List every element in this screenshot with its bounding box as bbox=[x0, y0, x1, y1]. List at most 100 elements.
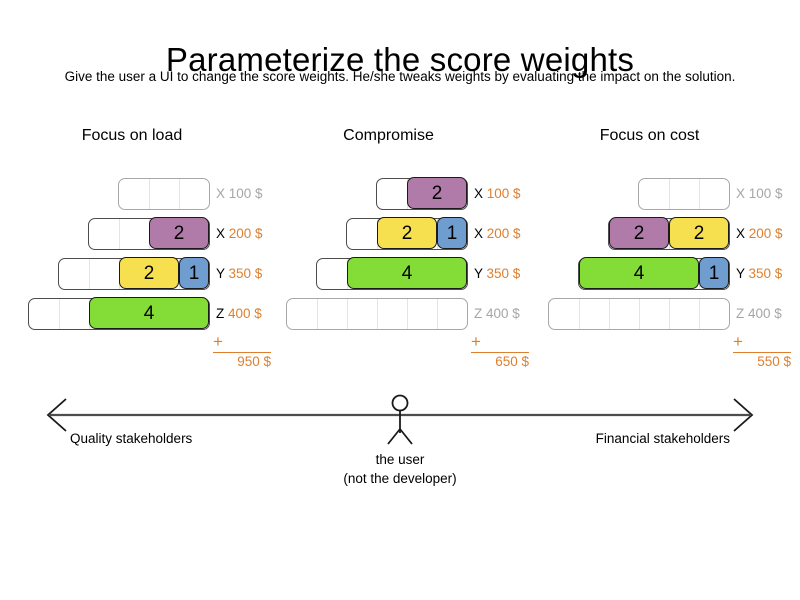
slider-cell[interactable] bbox=[59, 259, 89, 289]
slider-cell[interactable] bbox=[579, 299, 609, 329]
slider-cell[interactable] bbox=[639, 299, 669, 329]
row-cost-label: Y 350 $ bbox=[474, 264, 520, 284]
weight-segment[interactable]: 1 bbox=[179, 257, 209, 289]
row-cost-label: X 200 $ bbox=[736, 224, 783, 244]
row-amount: 100 $ bbox=[486, 186, 521, 201]
slider-cell[interactable] bbox=[347, 219, 377, 249]
row-letter: Y bbox=[216, 266, 225, 281]
weight-segment[interactable]: 2 bbox=[149, 217, 209, 249]
column-total: +950 $ bbox=[213, 332, 271, 370]
slider-cell[interactable] bbox=[119, 179, 149, 209]
row-amount: 350 $ bbox=[486, 266, 521, 281]
slider-cell[interactable] bbox=[639, 179, 669, 209]
total-value: 950 $ bbox=[237, 354, 271, 369]
row-letter: X bbox=[216, 226, 226, 241]
row-cost-label: X 200 $ bbox=[474, 224, 521, 244]
weight-slider-track[interactable] bbox=[118, 178, 210, 210]
row-letter: Z bbox=[216, 306, 225, 321]
row-amount: 100 $ bbox=[748, 186, 783, 201]
row-amount: 200 $ bbox=[228, 226, 263, 241]
total-rule bbox=[213, 349, 271, 353]
weight-slider-track[interactable] bbox=[548, 298, 730, 330]
slider-cell[interactable] bbox=[699, 179, 729, 209]
row-letter: Z bbox=[736, 306, 745, 321]
slider-cell[interactable] bbox=[149, 179, 179, 209]
stakeholder-spectrum bbox=[0, 385, 800, 500]
page-subtitle: Give the user a UI to change the score w… bbox=[64, 69, 736, 84]
row-amount: 400 $ bbox=[228, 306, 262, 321]
row-amount: 200 $ bbox=[748, 226, 783, 241]
row-cost-label: Z 400 $ bbox=[736, 304, 782, 324]
row-cost-label: X 200 $ bbox=[216, 224, 263, 244]
row-letter: X bbox=[216, 186, 226, 201]
weight-segment[interactable]: 2 bbox=[669, 217, 729, 249]
user-caption: the user (not the developer) bbox=[0, 450, 800, 488]
column-heading: Focus on cost bbox=[599, 127, 700, 144]
weight-slider-track[interactable] bbox=[638, 178, 730, 210]
weight-segment[interactable]: 1 bbox=[437, 217, 467, 249]
weight-segment[interactable]: 2 bbox=[377, 217, 437, 249]
weight-row: Z 400 $ bbox=[543, 298, 793, 330]
row-cost-label: X 100 $ bbox=[474, 184, 521, 204]
slider-cell[interactable] bbox=[377, 299, 407, 329]
row-amount: 400 $ bbox=[748, 306, 782, 321]
user-caption-line2: (not the developer) bbox=[343, 471, 457, 486]
slider-cell[interactable] bbox=[407, 299, 437, 329]
total-rule bbox=[733, 349, 791, 353]
weight-segment[interactable]: 4 bbox=[347, 257, 467, 289]
slider-cell[interactable] bbox=[347, 299, 377, 329]
column-total: +650 $ bbox=[471, 332, 529, 370]
total-plus-sign: + bbox=[471, 332, 481, 351]
user-stick-figure-icon bbox=[387, 394, 413, 445]
slider-cell[interactable] bbox=[317, 259, 347, 289]
column-heading: Compromise bbox=[343, 127, 434, 144]
slider-cell[interactable] bbox=[549, 299, 579, 329]
slider-cell[interactable] bbox=[609, 299, 639, 329]
row-cost-label: Z 400 $ bbox=[216, 304, 262, 324]
weight-segment[interactable]: 1 bbox=[699, 257, 729, 289]
row-letter: Y bbox=[474, 266, 483, 281]
row-amount: 350 $ bbox=[748, 266, 783, 281]
weight-segment[interactable]: 4 bbox=[579, 257, 699, 289]
slider-cell[interactable] bbox=[89, 259, 119, 289]
slider-cell[interactable] bbox=[119, 219, 149, 249]
slider-cell[interactable] bbox=[437, 299, 467, 329]
weight-row: X 100 $ bbox=[28, 178, 286, 210]
slider-cell[interactable] bbox=[669, 179, 699, 209]
slider-cell[interactable] bbox=[317, 299, 347, 329]
weight-row: X 100 $ bbox=[543, 178, 793, 210]
slider-cell[interactable] bbox=[377, 179, 407, 209]
row-amount: 350 $ bbox=[228, 266, 263, 281]
row-letter: Y bbox=[736, 266, 745, 281]
row-letter: Z bbox=[474, 306, 483, 321]
spectrum-arrow-svg bbox=[46, 394, 754, 445]
total-plus-sign: + bbox=[213, 332, 223, 351]
slider-cell[interactable] bbox=[179, 179, 209, 209]
slider-cell[interactable] bbox=[29, 299, 59, 329]
weight-segment[interactable]: 2 bbox=[407, 177, 467, 209]
row-amount: 100 $ bbox=[228, 186, 263, 201]
row-letter: X bbox=[474, 186, 484, 201]
row-amount: 200 $ bbox=[486, 226, 521, 241]
weight-segment[interactable]: 2 bbox=[609, 217, 669, 249]
spectrum-left-label: Quality stakeholders bbox=[70, 431, 193, 446]
weight-slider-track[interactable] bbox=[286, 298, 468, 330]
slider-cell[interactable] bbox=[89, 219, 119, 249]
user-caption-line1: the user bbox=[375, 452, 425, 467]
arrow-head-right-icon bbox=[733, 398, 754, 432]
weight-segment[interactable]: 4 bbox=[89, 297, 209, 329]
row-cost-label: Y 350 $ bbox=[216, 264, 262, 284]
slider-cell[interactable] bbox=[59, 299, 89, 329]
weight-segment[interactable]: 2 bbox=[119, 257, 179, 289]
page-title: Parameterize the score weights bbox=[165, 41, 635, 79]
slider-cell[interactable] bbox=[699, 299, 729, 329]
slider-cell[interactable] bbox=[287, 299, 317, 329]
column-heading: Focus on load bbox=[81, 127, 183, 144]
slider-cell[interactable] bbox=[669, 299, 699, 329]
arrow-head-left-icon bbox=[46, 398, 67, 432]
